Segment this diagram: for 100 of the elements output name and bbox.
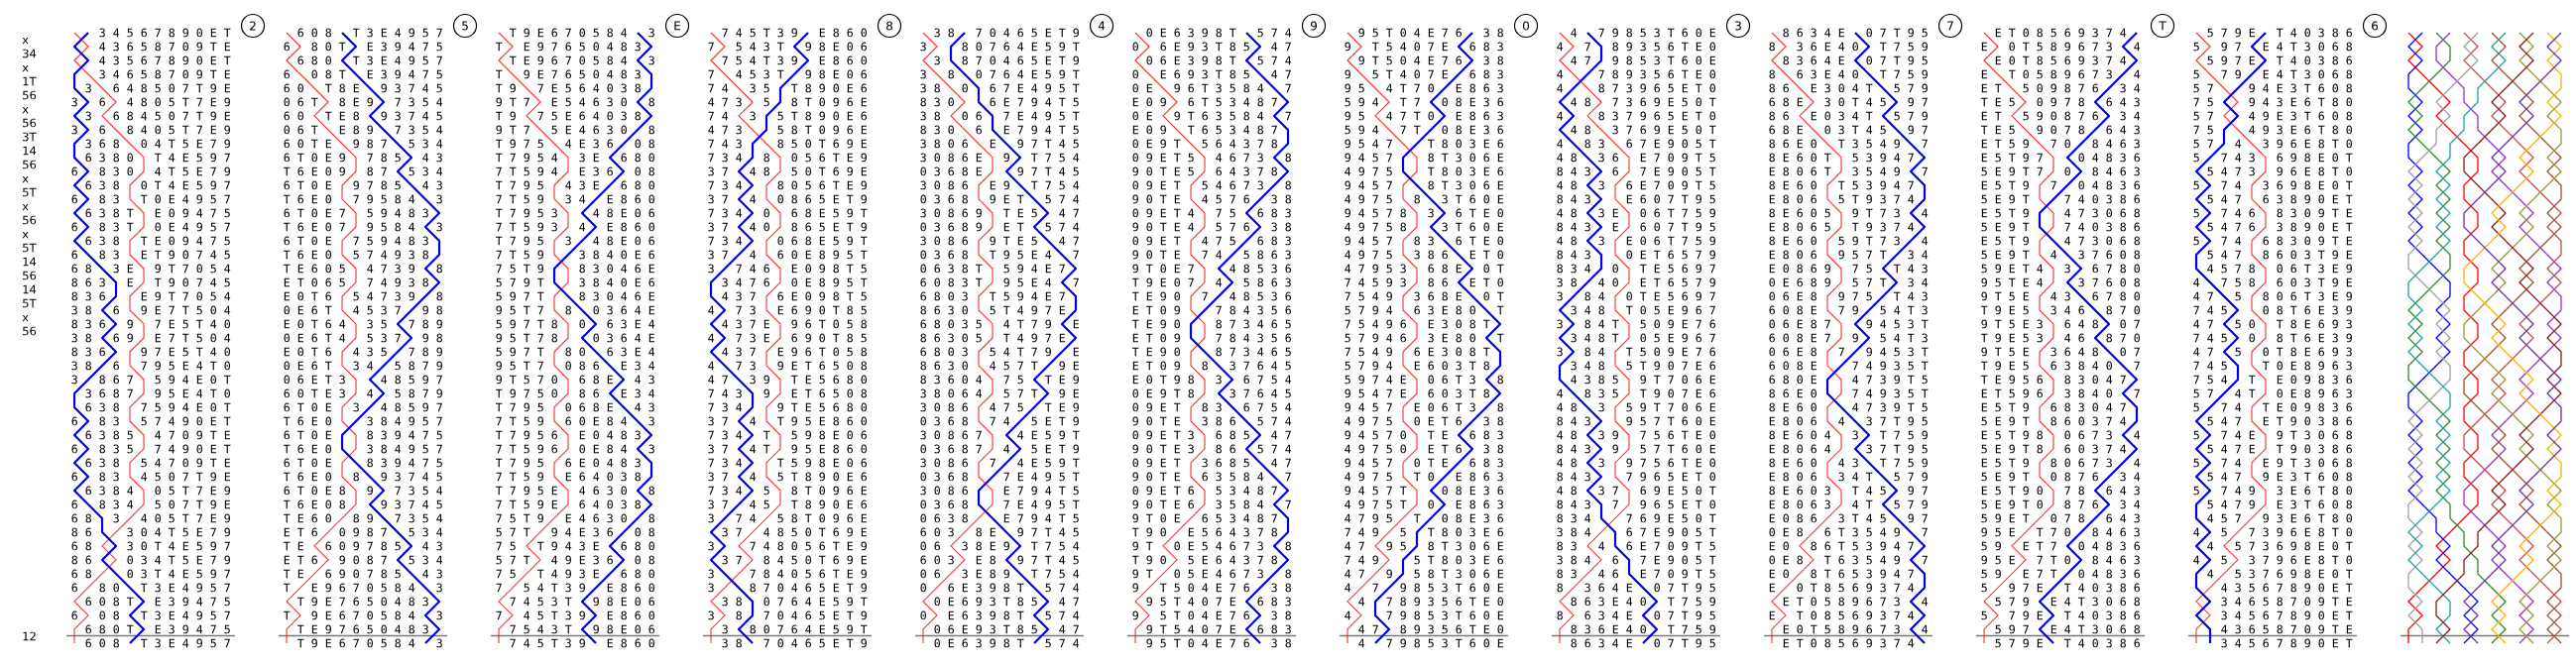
bell-row-digits: E 3 0 8 T (1428, 319, 1490, 329)
bell-row-digits: 4 (1358, 597, 1365, 607)
bell-row-digits: 8 3 6 E 4 0 (1571, 624, 1646, 634)
bell-row-digits: 9 (763, 388, 769, 398)
bell-row-digits: 0 6 T (284, 125, 318, 135)
bell-row-digits: 9 8 E 0 6 (593, 597, 654, 607)
bell-row-digits: T 9 0 3 8 6 (2277, 444, 2352, 454)
bell-row-digits: 3 (436, 638, 442, 648)
bell-row-digits: 6 8 3 (1469, 42, 1503, 52)
bell-row-digits: E 5 T 9 (1981, 458, 2029, 468)
bell-row-digits: 8 6 (71, 527, 91, 537)
bell-row-digits: 9 E (1059, 388, 1079, 398)
bell-row-digits: 3 (708, 264, 714, 274)
bell-row-digits: 9 (127, 319, 133, 329)
bell-row-digits: T 7 5 9 (1880, 458, 1928, 468)
bell-row-digits: 6 0 8 E 7 (1769, 333, 1830, 343)
bell-row-digits: 3 (750, 111, 756, 121)
bell-row-digits: E T (1981, 83, 2002, 93)
bell-row-digits: 7 5 T 9 (496, 513, 543, 523)
bell-row-digits: E 3 4 (621, 361, 655, 371)
bell-row-digits: 5 0 7 T 9 E (155, 499, 230, 509)
bell-row-digits: 4 (2207, 541, 2214, 551)
bell-row-digits: 4 E 3 6 (565, 139, 613, 149)
bell-row-digits: 3 7 T 9 5 (1866, 416, 1928, 426)
bell-row-digits: 5 7 4 (1257, 28, 1292, 38)
bell-row-digits: E 5 T 9 (1981, 208, 2029, 218)
bell-row-digits: E 9 7 6 5 0 4 8 3 (524, 42, 641, 52)
bell-row-digits: 6 8 0 (297, 55, 331, 65)
bell-row-digits: 9 (1345, 69, 1350, 79)
bell-row-digits: 7 5 9 4 8 3 (353, 236, 428, 246)
bell-row-digits: 4 (367, 388, 374, 398)
bell-row-digits: 8 3 6 (71, 347, 105, 357)
bell-row-digits: 8 6 (579, 388, 599, 398)
bell-row-digits: T (1497, 305, 1504, 315)
bell-row-digits: 5 9 7 4 E (1345, 375, 1406, 385)
bell-row-digits: 4 E 5 9 T (1017, 430, 1080, 440)
bell-row-digits: 0 3 6 8 (920, 250, 968, 260)
bell-row-digits: 4 (1216, 277, 1223, 287)
bell-row-digits: 5 7 9 (1894, 111, 1928, 121)
bell-row-digits: T 8 0 3 E 6 (1428, 139, 1503, 149)
bell-row-digits: 8 6 E 0 (1769, 388, 1816, 398)
bell-row-digits: 6 8 0 3 (920, 347, 968, 357)
bell-row-digits: 0 7 (2120, 319, 2140, 329)
bell-row-digits: 6 3 8 (85, 458, 119, 468)
bell-row-digits: 7 5 8 (2221, 277, 2255, 287)
bell-row-digits: 0 8 (99, 610, 119, 620)
bell-row-digits: 0 (1612, 264, 1618, 274)
bell-row-digits: 0 E 6 T 4 (284, 333, 346, 343)
bell-row-digits: E 7 9 4 T 5 (1003, 513, 1079, 523)
bell-row-digits: 5 7 4 (1257, 444, 1292, 454)
bell-row-digits: 9 4 5 3 T (1866, 347, 1929, 357)
bell-row-digits: T 8 E 6 9 3 (2277, 319, 2352, 329)
bell-row-digits: 5 T 4 9 7 E (990, 305, 1065, 315)
bell-row-digits: 7 E 5 6 4 0 3 8 (537, 83, 641, 93)
bell-row-digits: E 0 6 T 3 (1414, 402, 1475, 412)
bell-row-digits: 6 0 3 (920, 527, 954, 537)
bell-row-digits: E 3 9 4 7 5 (155, 597, 230, 607)
bell-row-digits: 7 0 4 6 5 E T 9 (763, 638, 867, 648)
bell-row-digits: 4 (1571, 28, 1578, 38)
bell-row-digits: 0 (2064, 166, 2070, 176)
bell-row-digits: E 7 T 5 0 4 (155, 333, 231, 343)
bell-row-digits: 3 8 (920, 111, 940, 121)
bell-row-digits: 5 3 4 (409, 555, 443, 565)
bell-row-digits: T E 6 0 5 (284, 264, 345, 274)
bell-row-digits: 0 7 T 9 5 (1654, 583, 1715, 593)
bell-row-digits: 0 6 T 3 E 9 (2277, 264, 2352, 274)
bell-row-digits: 6 T 0 E (284, 430, 331, 440)
bell-row-digits: 7 8 5 (367, 153, 401, 163)
bell-row-digits: 3 6 9 8 E 0 T (2263, 180, 2353, 190)
bell-row-digits: 3 8 4 9 5 7 (367, 444, 442, 454)
bell-row-digits: 4 6 3 0 (579, 486, 627, 496)
bell-row-digits: 4 9 E 3 T 6 0 8 (2249, 111, 2352, 121)
bell-row-digits: T E 0 9 8 3 6 (2263, 402, 2352, 412)
bell-row-digits: 5 9 4 (1345, 97, 1379, 107)
bell-row-digits: 7 (496, 583, 502, 593)
bell-row-digits: E 3 9 4 7 5 (367, 69, 442, 79)
bell-row-digits: 3 8 (934, 28, 954, 38)
bell-row-digits: 0 3 6 4 E (593, 305, 654, 315)
bell-row-digits: 4 9 7 5 (1345, 166, 1392, 176)
bell-row-digits: 3 (1598, 236, 1604, 246)
bell-row-digits: 4 7 3 0 6 8 (2064, 236, 2140, 246)
bell-row-digits: 8 4 3 (1557, 250, 1590, 260)
bell-row-digits: 8 (1285, 569, 1291, 579)
bell-row-digits: E T (1981, 111, 2002, 121)
bell-row-digits: T 4 9 7 E (1003, 333, 1065, 343)
bell-row-digits: 5 E 9 T 8 (1981, 444, 2043, 454)
bell-row-digits: 4 7 (1271, 458, 1291, 468)
bell-row-digits: 4 (1922, 597, 1929, 607)
bell-row-digits: 7 (1922, 139, 1928, 149)
place-notation: 56 (23, 215, 37, 225)
place-notation: 56 (23, 160, 37, 169)
bell-row-digits: 3 (1428, 208, 1434, 218)
bell-row-digits: 5 9 (1981, 569, 2001, 579)
bell-row-digits: 5 E 9 T 0 (1981, 499, 2043, 509)
bell-row-digits: E 5 T 9 7 (1981, 153, 2043, 163)
bell-row-digits: E 7 0 9 T 5 (1640, 153, 1715, 163)
bell-row-digits: E (1769, 583, 1775, 593)
bell-row-digits: 0 E (1132, 83, 1152, 93)
bell-row-digits: 9 4 5 7 0 (1345, 430, 1406, 440)
place-notation: 34 (23, 49, 37, 58)
